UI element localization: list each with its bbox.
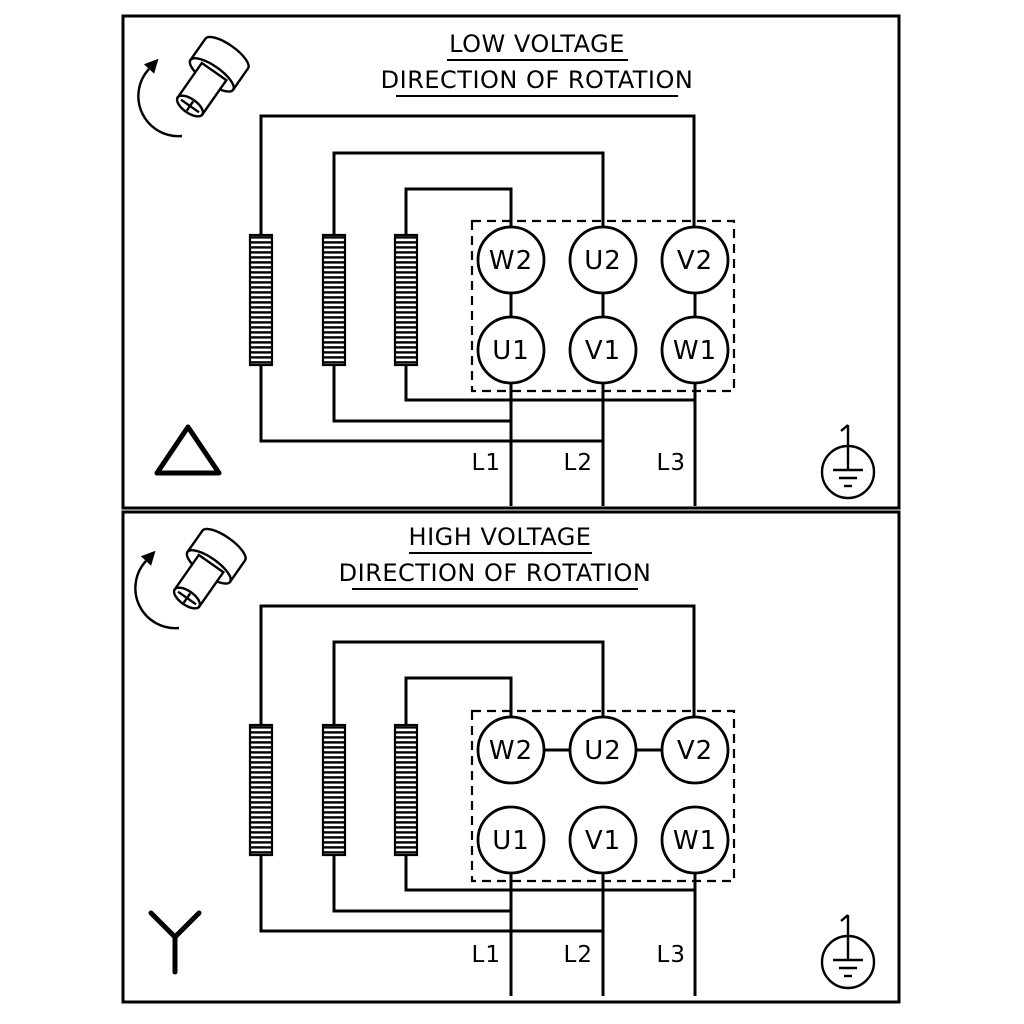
terminal-box-outline bbox=[470, 219, 736, 393]
terminal-label: V2 bbox=[677, 246, 713, 276]
terminal-box-outline bbox=[470, 709, 736, 883]
wire-coil2-to-u2 bbox=[332, 640, 605, 728]
terminal-label: U2 bbox=[584, 736, 622, 766]
terminal-u1: U1 bbox=[476, 315, 546, 385]
wire-coil2-to-u1 bbox=[332, 852, 511, 913]
terminal-u1: U1 bbox=[476, 805, 546, 875]
bottom-wires bbox=[259, 362, 697, 506]
motor-windings bbox=[248, 723, 419, 857]
winding-coil-1 bbox=[248, 233, 274, 367]
terminal-circle bbox=[660, 225, 730, 295]
delta-bridges bbox=[509, 293, 697, 317]
terminal-label: W1 bbox=[673, 826, 717, 856]
line-label-l3: L3 bbox=[657, 942, 686, 968]
wire-coil2-to-u1 bbox=[332, 362, 511, 423]
wire-coil3-to-w1 bbox=[404, 362, 695, 402]
wire-coil3-to-w2 bbox=[404, 187, 513, 238]
line-label-l3: L3 bbox=[657, 450, 686, 476]
terminal-w2: W2 bbox=[476, 715, 546, 785]
terminal-u2: U2 bbox=[568, 715, 638, 785]
line-label-l2: L2 bbox=[564, 450, 593, 476]
motor-windings bbox=[248, 233, 419, 367]
terminal-w2: W2 bbox=[476, 225, 546, 295]
wire-coil1-to-v2 bbox=[259, 114, 696, 238]
terminal-circle bbox=[568, 715, 638, 785]
wire-coil1-to-v2 bbox=[259, 604, 696, 728]
terminal-circle bbox=[660, 805, 730, 875]
winding-coil-3 bbox=[393, 723, 419, 857]
terminal-v1: V1 bbox=[568, 805, 638, 875]
terminal-v2: V2 bbox=[660, 225, 730, 295]
terminal-label: U2 bbox=[584, 246, 622, 276]
terminal-circle bbox=[660, 715, 730, 785]
earth-ground-icon bbox=[820, 423, 876, 500]
earth-ground-icon bbox=[820, 913, 876, 990]
terminal-label: V2 bbox=[677, 736, 713, 766]
low-voltage-panel: LOW VOLTAGE DIRECTION OF ROTATION bbox=[121, 14, 901, 510]
star-connection-icon bbox=[148, 910, 202, 975]
terminal-w1: W1 bbox=[660, 315, 730, 385]
panel-title: LOW VOLTAGE bbox=[449, 30, 625, 58]
terminal-label: V1 bbox=[585, 826, 621, 856]
terminal-w1: W1 bbox=[660, 805, 730, 875]
terminal-circle bbox=[476, 715, 546, 785]
terminal-label: V1 bbox=[585, 336, 621, 366]
terminal-label: W2 bbox=[489, 736, 533, 766]
rotation-direction-icon bbox=[137, 30, 255, 138]
terminal-circle bbox=[568, 315, 638, 385]
terminal-circle bbox=[476, 315, 546, 385]
delta-connection-icon bbox=[154, 424, 222, 476]
terminal-circle bbox=[476, 225, 546, 295]
bottom-wires bbox=[259, 852, 697, 996]
terminal-circle bbox=[568, 805, 638, 875]
line-label-l1: L1 bbox=[472, 942, 501, 968]
wire-coil1-to-v1 bbox=[259, 852, 603, 933]
panel-subtitle: DIRECTION OF ROTATION bbox=[339, 559, 652, 587]
panel-border bbox=[121, 510, 901, 1004]
terminal-v1: V1 bbox=[568, 315, 638, 385]
winding-coil-3 bbox=[393, 233, 419, 367]
panel-border bbox=[121, 14, 901, 510]
terminal-label: U1 bbox=[492, 826, 530, 856]
winding-coil-2 bbox=[321, 233, 347, 367]
top-wires bbox=[259, 604, 696, 728]
rotation-direction-icon bbox=[134, 522, 252, 630]
terminal-v2: V2 bbox=[660, 715, 730, 785]
terminal-circle bbox=[568, 225, 638, 295]
top-wires bbox=[259, 114, 696, 238]
panel-title: HIGH VOLTAGE bbox=[409, 523, 592, 551]
wire-coil3-to-w2 bbox=[404, 676, 513, 728]
terminal-u2: U2 bbox=[568, 225, 638, 295]
wire-coil1-to-v1 bbox=[259, 362, 603, 443]
terminal-circle bbox=[476, 805, 546, 875]
terminal-circle bbox=[660, 315, 730, 385]
wire-coil3-to-w1 bbox=[404, 852, 695, 892]
high-voltage-panel: HIGH VOLTAGE DIRECTION OF ROTATION bbox=[121, 510, 901, 1004]
terminal-label: U1 bbox=[492, 336, 530, 366]
line-label-l1: L1 bbox=[472, 450, 501, 476]
wire-coil2-to-u2 bbox=[332, 151, 605, 238]
terminal-label: W1 bbox=[673, 336, 717, 366]
panel-subtitle: DIRECTION OF ROTATION bbox=[381, 66, 694, 94]
terminal-label: W2 bbox=[489, 246, 533, 276]
line-label-l2: L2 bbox=[564, 942, 593, 968]
winding-coil-1 bbox=[248, 723, 274, 857]
winding-coil-2 bbox=[321, 723, 347, 857]
